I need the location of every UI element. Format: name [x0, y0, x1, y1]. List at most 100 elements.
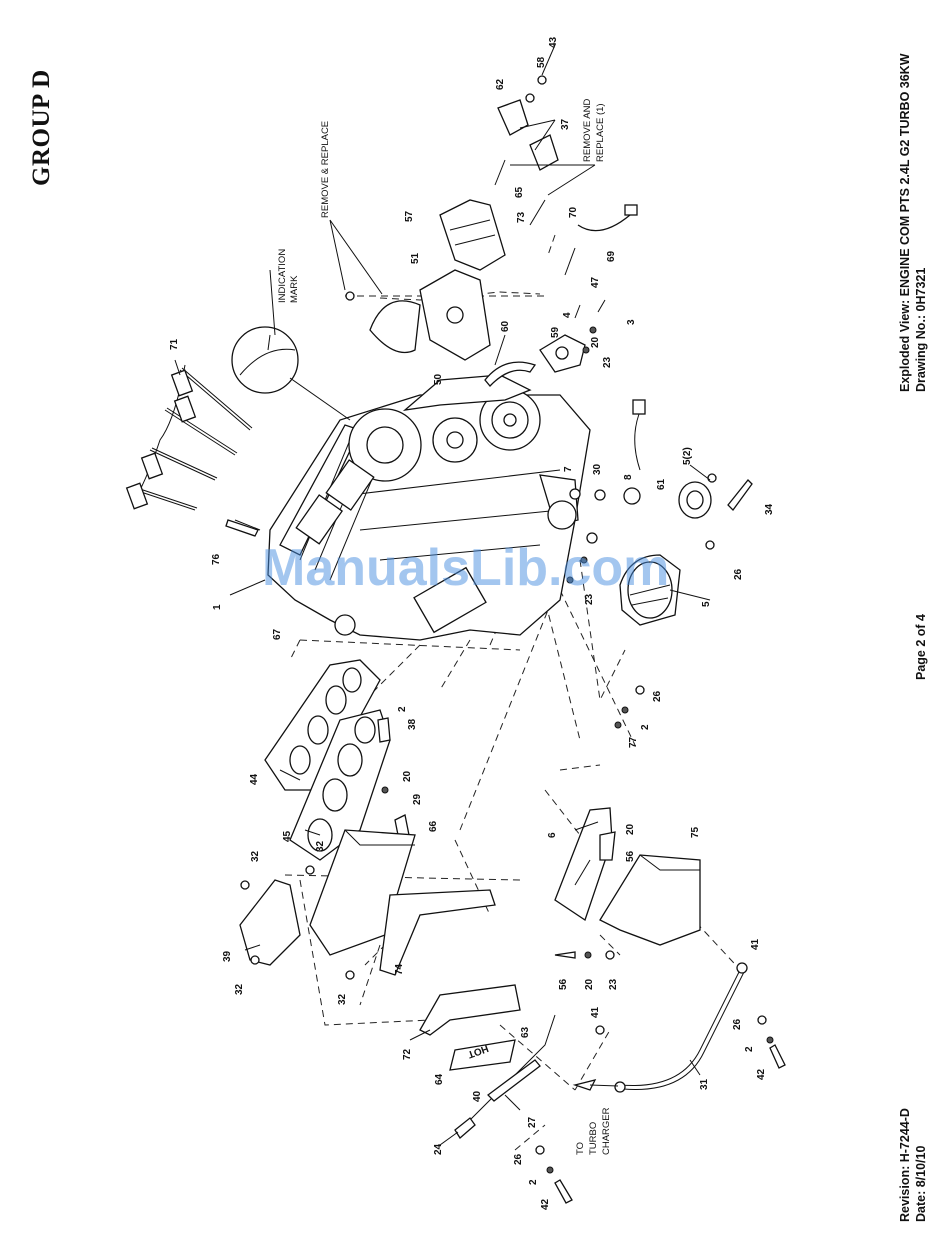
callout-60: 60 [500, 320, 511, 332]
callout-26d: 26 [732, 1018, 743, 1030]
callout-67: 67 [272, 628, 283, 640]
callout-40: 40 [472, 1090, 483, 1102]
callout-66: 66 [428, 820, 439, 832]
thermostat-59 [539, 299, 606, 373]
callout-56a: 56 [625, 850, 636, 862]
callout-5-2: 5(2) [682, 447, 693, 465]
bearing-60 [484, 361, 537, 387]
callout-32a: 32 [250, 850, 261, 862]
callout-20c: 20 [625, 823, 636, 835]
callout-65: 65 [514, 186, 525, 198]
callout-56b: 56 [558, 978, 569, 990]
callout-29: 29 [412, 793, 423, 805]
callout-70: 70 [568, 206, 579, 218]
note-charger: CHARGER [601, 1107, 612, 1155]
bracket-39 [239, 865, 355, 980]
ignition-coil-group [494, 44, 638, 276]
callouts: 43 58 62 37 65 73 70 69 47 57 51 60 59 4… [169, 36, 775, 1210]
callout-6: 6 [547, 832, 558, 838]
callout-50: 50 [433, 373, 444, 385]
callout-62: 62 [495, 78, 506, 90]
callout-71: 71 [169, 338, 180, 350]
callout-63: 63 [520, 1026, 531, 1038]
note-indication: INDICATION [277, 249, 288, 303]
bracket-57 [439, 199, 506, 271]
callout-42a: 42 [540, 1198, 551, 1210]
callout-45: 45 [282, 830, 293, 842]
callout-41a: 41 [590, 1006, 601, 1018]
callout-8: 8 [623, 474, 634, 480]
callout-38: 38 [407, 718, 418, 730]
alternator [566, 532, 681, 626]
callout-27: 27 [527, 1116, 538, 1128]
note-turbo: TURBO [588, 1122, 599, 1155]
timing-cover [345, 291, 421, 354]
callout-73: 73 [516, 211, 527, 223]
gasket-44 [264, 659, 381, 791]
callout-2b: 2 [397, 706, 408, 712]
callout-26c: 26 [513, 1153, 524, 1165]
callout-leaders [174, 119, 711, 1146]
callout-59: 59 [550, 326, 561, 338]
callout-3: 3 [626, 319, 637, 325]
hot-label-64: HOT [449, 1039, 516, 1071]
callout-58: 58 [536, 56, 547, 68]
callout-1: 1 [212, 604, 223, 610]
cover-75 [599, 854, 701, 946]
callout-26b: 26 [652, 690, 663, 702]
callout-39: 39 [222, 950, 233, 962]
oil-line-31 [572, 962, 748, 1093]
callout-77: 77 [628, 736, 639, 748]
callout-72: 72 [402, 1048, 413, 1060]
callout-74: 74 [394, 963, 405, 975]
bracket-74 [379, 889, 496, 976]
note-replace-1: REPLACE (1) [595, 103, 606, 162]
callout-30: 30 [592, 463, 603, 475]
callout-76: 76 [211, 553, 222, 565]
note-remove-and: REMOVE AND [582, 99, 593, 162]
bracket-51 [419, 269, 491, 361]
callout-24: 24 [433, 1143, 444, 1155]
bracket-6 [554, 807, 613, 922]
callout-75: 75 [690, 826, 701, 838]
callout-5: 5 [701, 601, 712, 607]
callout-69: 69 [606, 250, 617, 262]
callout-37: 37 [560, 118, 571, 130]
hardware-bottom [377, 685, 786, 1204]
notes: REMOVE & REPLACE REMOVE AND REPLACE (1) … [277, 99, 612, 1155]
callout-61: 61 [656, 478, 667, 490]
engine-block [267, 374, 591, 641]
callout-34: 34 [764, 503, 775, 515]
indication-mark-detail [231, 269, 351, 421]
callout-64: 64 [434, 1073, 445, 1085]
callout-23c: 23 [608, 978, 619, 990]
dipstick-27 [454, 1014, 556, 1139]
callout-41b: 41 [750, 938, 761, 950]
note-to: TO [575, 1142, 586, 1155]
callout-57: 57 [404, 210, 415, 222]
note-remove-replace: REMOVE & REPLACE [320, 121, 331, 218]
callout-26a: 26 [733, 568, 744, 580]
bracket-72 [419, 984, 521, 1036]
callout-4: 4 [562, 312, 573, 318]
callout-20d: 20 [584, 978, 595, 990]
callout-43: 43 [548, 36, 559, 48]
callout-32c: 32 [234, 983, 245, 995]
callout-47: 47 [590, 276, 601, 288]
callout-7: 7 [563, 466, 574, 472]
note-mark: MARK [289, 275, 300, 303]
callout-23b: 23 [584, 593, 595, 605]
watermark: ManualsLib.com [262, 539, 669, 597]
callout-42b: 42 [756, 1068, 767, 1080]
callout-32d: 32 [337, 993, 348, 1005]
callout-32b: 32 [315, 840, 326, 852]
callout-20a: 20 [590, 336, 601, 348]
callout-2d: 2 [744, 1046, 755, 1052]
pulley-5 [678, 473, 753, 550]
callout-2c: 2 [528, 1179, 539, 1185]
callout-2a: 2 [640, 724, 651, 730]
callout-31: 31 [699, 1078, 710, 1090]
callout-51: 51 [410, 252, 421, 264]
callout-20b: 20 [402, 770, 413, 782]
